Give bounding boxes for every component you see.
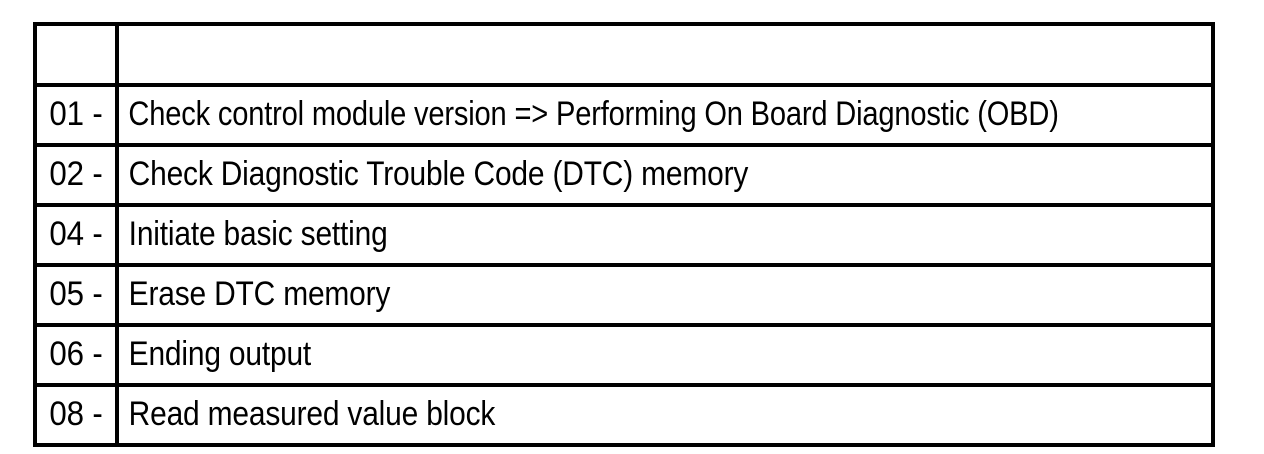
cell-code: 05 -: [33, 263, 119, 327]
cell-code: 01 -: [33, 83, 119, 147]
function-description: Read measured value block: [128, 395, 496, 433]
function-description: Erase DTC memory: [128, 275, 391, 313]
cell-description: Check Diagnostic Trouble Code (DTC) memo…: [115, 143, 1215, 207]
cell-code: 08 -: [33, 383, 119, 447]
cell-description: Read measured value block: [115, 383, 1215, 447]
cell-code: 02 -: [33, 143, 119, 207]
table-row: 06 - Ending output: [33, 323, 1215, 387]
table-row: 05 - Erase DTC memory: [33, 263, 1215, 327]
function-code: 02 -: [49, 155, 103, 193]
cell-description: Initiate basic setting: [115, 203, 1215, 267]
table-row: 08 - Read measured value block: [33, 383, 1215, 447]
function-description: Check Diagnostic Trouble Code (DTC) memo…: [128, 155, 749, 193]
header-description-label: [121, 54, 1080, 56]
header-cell-code: [33, 22, 119, 87]
cell-code: 06 -: [33, 323, 119, 387]
diagnostic-function-table: 01 - Check control module version => Per…: [33, 22, 1215, 447]
function-description: Initiate basic setting: [128, 215, 388, 253]
cell-code: 04 -: [33, 203, 119, 267]
header-code-label: [40, 54, 112, 56]
table-body: 01 - Check control module version => Per…: [33, 22, 1215, 447]
function-code: 06 -: [49, 335, 103, 373]
table-row: 01 - Check control module version => Per…: [33, 83, 1215, 147]
table-header-row: [33, 22, 1215, 87]
function-code: 08 -: [49, 395, 103, 433]
table-row: 04 - Initiate basic setting: [33, 203, 1215, 267]
function-code: 04 -: [49, 215, 103, 253]
function-description: Ending output: [128, 335, 312, 373]
function-code: 05 -: [49, 275, 103, 313]
cell-description: Erase DTC memory: [115, 263, 1215, 327]
cell-description: Ending output: [115, 323, 1215, 387]
function-code: 01 -: [49, 95, 103, 133]
function-description: Check control module version => Performi…: [128, 95, 1059, 133]
header-cell-description: [115, 22, 1215, 87]
cell-description: Check control module version => Performi…: [115, 83, 1215, 147]
table-row: 02 - Check Diagnostic Trouble Code (DTC)…: [33, 143, 1215, 207]
